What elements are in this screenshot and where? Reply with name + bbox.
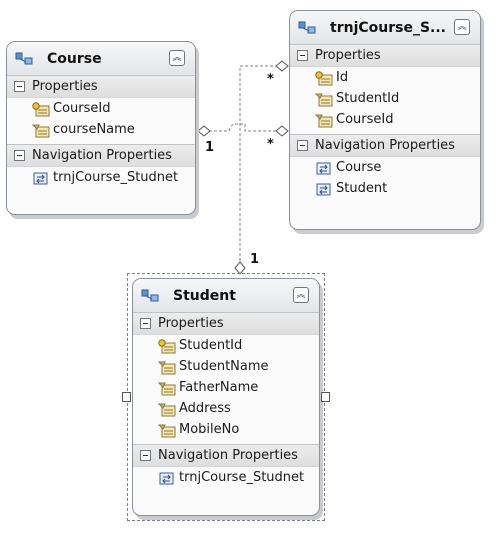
association-end-diamond-trnj-1 bbox=[275, 125, 289, 137]
property-name: MobileNo bbox=[179, 422, 240, 437]
entity-title: Student bbox=[173, 288, 236, 304]
property-item[interactable]: StudentId bbox=[290, 89, 480, 110]
entity-trnjcourse-studnet[interactable]: trnjCourse_S... ︽ Properties Id StudentI… bbox=[289, 10, 481, 230]
property-icon bbox=[158, 424, 176, 438]
association-line-student-trnj[interactable] bbox=[239, 65, 280, 266]
association-end-diamond-student bbox=[234, 261, 246, 275]
property-icon bbox=[315, 93, 333, 107]
property-item[interactable]: CourseId bbox=[7, 99, 195, 120]
multiplicity-course-end: 1 bbox=[205, 140, 215, 155]
collapse-entity-icon[interactable]: ︽ bbox=[293, 287, 309, 303]
property-name: Address bbox=[179, 401, 231, 416]
entity-type-icon bbox=[141, 289, 159, 302]
property-icon bbox=[158, 403, 176, 417]
entity-header[interactable]: Student ︽ bbox=[133, 279, 319, 312]
navigation-section-header[interactable]: Navigation Properties bbox=[7, 144, 195, 167]
section-title: Properties bbox=[158, 316, 224, 331]
section-title: Properties bbox=[32, 79, 98, 94]
property-name: StudentId bbox=[179, 338, 243, 353]
association-line-course-trnj[interactable] bbox=[204, 123, 276, 132]
collapse-entity-icon[interactable]: ︽ bbox=[454, 19, 470, 35]
key-property-icon bbox=[32, 102, 50, 117]
collapse-section-icon[interactable] bbox=[14, 81, 25, 92]
key-property-icon bbox=[315, 71, 333, 86]
entity-header[interactable]: trnjCourse_S... ︽ bbox=[290, 11, 480, 44]
properties-list: Id StudentId CourseId bbox=[290, 67, 480, 134]
multiplicity-student-end: 1 bbox=[250, 252, 260, 267]
property-name: FatherName bbox=[179, 380, 259, 395]
key-property-icon bbox=[158, 339, 176, 354]
navigation-name: trnjCourse_Studnet bbox=[179, 470, 305, 485]
navigation-property-icon bbox=[316, 183, 331, 196]
property-name: Id bbox=[336, 70, 349, 85]
navigation-item[interactable]: trnjCourse_Studnet bbox=[7, 168, 195, 189]
navigation-list: Course Student bbox=[290, 157, 480, 203]
section-title: Navigation Properties bbox=[158, 448, 298, 463]
property-name: CourseId bbox=[336, 112, 394, 127]
property-item[interactable]: MobileNo bbox=[133, 420, 319, 441]
navigation-property-icon bbox=[316, 162, 331, 175]
property-name: CourseId bbox=[53, 101, 111, 116]
section-title: Properties bbox=[315, 48, 381, 63]
property-name: StudentId bbox=[336, 91, 400, 106]
collapse-section-icon[interactable] bbox=[140, 450, 151, 461]
navigation-list: trnjCourse_Studnet bbox=[133, 467, 319, 492]
collapse-entity-icon[interactable]: ︽ bbox=[169, 50, 185, 66]
collapse-section-icon[interactable] bbox=[14, 150, 25, 161]
entity-title: trnjCourse_S... bbox=[330, 20, 446, 36]
collapse-section-icon[interactable] bbox=[140, 318, 151, 329]
navigation-property-icon bbox=[33, 172, 48, 185]
section-title: Navigation Properties bbox=[32, 148, 172, 163]
property-item[interactable]: StudentId bbox=[133, 336, 319, 357]
property-item[interactable]: Address bbox=[133, 399, 319, 420]
resize-handle-right[interactable] bbox=[321, 392, 330, 402]
property-icon bbox=[158, 382, 176, 396]
property-icon bbox=[32, 124, 50, 138]
property-icon bbox=[315, 114, 333, 128]
entity-type-icon bbox=[298, 21, 316, 34]
association-end-diamond-course bbox=[197, 125, 211, 137]
navigation-list: trnjCourse_Studnet bbox=[7, 167, 195, 192]
navigation-name: Student bbox=[336, 181, 388, 196]
entity-course[interactable]: Course ︽ Properties CourseId courseName … bbox=[6, 41, 196, 215]
navigation-property-icon bbox=[159, 472, 174, 485]
navigation-section-header[interactable]: Navigation Properties bbox=[290, 134, 480, 157]
association-end-diamond-trnj-2 bbox=[275, 60, 289, 72]
entity-type-icon bbox=[15, 52, 33, 65]
section-title: Navigation Properties bbox=[315, 138, 455, 153]
property-item[interactable]: courseName bbox=[7, 120, 195, 141]
collapse-section-icon[interactable] bbox=[297, 140, 308, 151]
properties-list: CourseId courseName bbox=[7, 98, 195, 144]
navigation-name: trnjCourse_Studnet bbox=[53, 170, 179, 185]
property-item[interactable]: StudentName bbox=[133, 357, 319, 378]
properties-section-header[interactable]: Properties bbox=[133, 312, 319, 335]
navigation-item[interactable]: trnjCourse_Studnet bbox=[133, 468, 319, 489]
properties-list: StudentId StudentName FatherName bbox=[133, 335, 319, 444]
entity-title: Course bbox=[47, 51, 102, 67]
properties-section-header[interactable]: Properties bbox=[290, 44, 480, 67]
navigation-item[interactable]: Course bbox=[290, 158, 480, 179]
navigation-item[interactable]: Student bbox=[290, 179, 480, 200]
property-name: StudentName bbox=[179, 359, 269, 374]
navigation-name: Course bbox=[336, 160, 382, 175]
property-icon bbox=[158, 361, 176, 375]
property-item[interactable]: Id bbox=[290, 68, 480, 89]
property-item[interactable]: CourseId bbox=[290, 110, 480, 131]
property-item[interactable]: FatherName bbox=[133, 378, 319, 399]
property-name: courseName bbox=[53, 122, 135, 137]
multiplicity-trnj-student-end: * bbox=[267, 72, 274, 87]
entity-student[interactable]: Student ︽ Properties StudentId StudentNa… bbox=[122, 273, 330, 521]
entity-header[interactable]: Course ︽ bbox=[7, 42, 195, 75]
collapse-section-icon[interactable] bbox=[297, 50, 308, 61]
multiplicity-trnj-course-end: * bbox=[267, 137, 274, 152]
navigation-section-header[interactable]: Navigation Properties bbox=[133, 444, 319, 467]
properties-section-header[interactable]: Properties bbox=[7, 75, 195, 98]
resize-handle-left[interactable] bbox=[122, 392, 131, 402]
